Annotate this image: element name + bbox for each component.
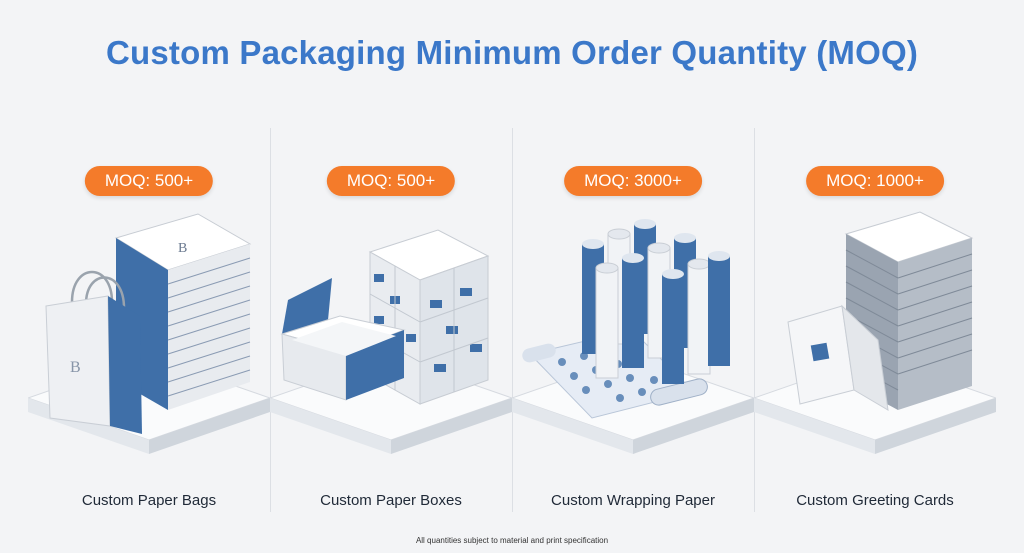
moq-badge: MOQ: 1000+ xyxy=(806,166,944,196)
moq-badge: MOQ: 500+ xyxy=(84,166,214,196)
page-title: Custom Packaging Minimum Order Quantity … xyxy=(105,34,919,71)
product-label: Custom Greeting Cards xyxy=(796,492,954,509)
wrapping-paper-rolls-icon xyxy=(512,219,754,454)
panel-paper-bags: MOQ: 500+ B B Custom Paper Bags xyxy=(28,122,270,532)
product-label: Custom Paper Boxes xyxy=(320,492,462,509)
panel-divider xyxy=(512,128,513,512)
panel-greeting-cards: MOQ: 1000+ Custo xyxy=(754,122,996,532)
panel-paper-boxes: MOQ: 500+ xyxy=(270,122,512,532)
panel-divider xyxy=(754,128,755,512)
product-panels: MOQ: 500+ B B Custom Paper Bags xyxy=(28,122,996,532)
footnote: All quantities subject to material and p… xyxy=(415,536,609,545)
paper-bag-stack-icon: B B xyxy=(28,213,270,454)
paper-box-stack-icon xyxy=(270,229,512,454)
panel-wrapping-paper: MOQ: 3000+ xyxy=(512,122,754,532)
svg-text:B: B xyxy=(70,359,81,376)
moq-badge: MOQ: 500+ xyxy=(326,166,456,196)
product-label: Custom Paper Bags xyxy=(81,492,217,509)
panel-divider xyxy=(270,128,271,512)
svg-text:B: B xyxy=(178,241,187,256)
product-label: Custom Wrapping Paper xyxy=(551,492,715,509)
moq-badge: MOQ: 3000+ xyxy=(564,166,702,196)
greeting-card-stack-icon xyxy=(754,211,996,454)
